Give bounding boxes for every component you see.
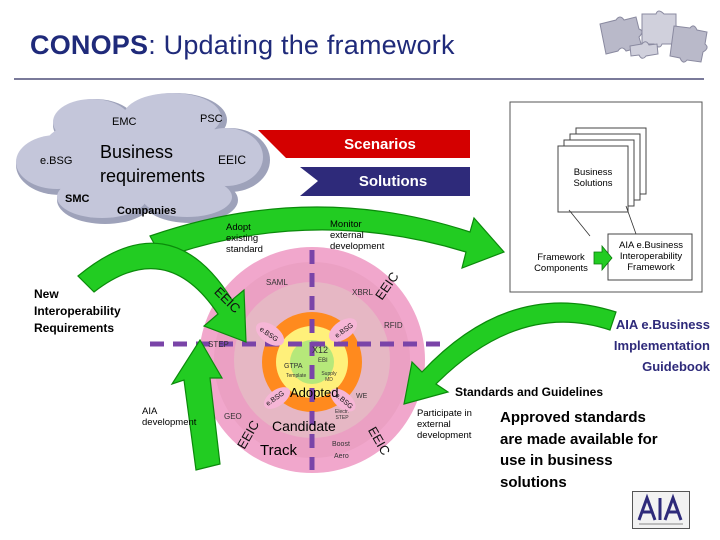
rfid-label: RFID bbox=[384, 321, 403, 330]
framework-components-label: Framework Components bbox=[534, 252, 588, 274]
gtpa-label: GTPA bbox=[284, 363, 303, 370]
electronic-label: Electr. STEP bbox=[335, 409, 349, 421]
title-underline bbox=[14, 78, 704, 80]
smc-label: SMC bbox=[65, 193, 90, 205]
scenarios-text: Scenarios bbox=[344, 136, 416, 153]
aero-label: Aero bbox=[334, 453, 349, 460]
title-rest: : Updating the framework bbox=[148, 30, 455, 60]
monitor-external-label: Monitor external development bbox=[330, 219, 385, 252]
adopt-existing-label: Adopt existing standard bbox=[226, 222, 263, 255]
aia-framework-label: AIA e.Business Interoperability Framewor… bbox=[619, 240, 683, 273]
ebi-label: EBI bbox=[318, 358, 328, 364]
green-cycle-arrows bbox=[77, 206, 617, 471]
new-requirements-label: New Interoperability Requirements bbox=[34, 287, 121, 335]
we-label: WE bbox=[356, 393, 368, 400]
business-solutions-label: Business Solutions bbox=[573, 167, 613, 189]
ebsg-cloud-label: e.BSG bbox=[40, 155, 73, 167]
boost-label: Boost bbox=[332, 441, 350, 448]
business-label: Business bbox=[100, 142, 174, 162]
standards-guidelines-label: Standards and Guidelines bbox=[455, 385, 604, 399]
ebsg-badges bbox=[255, 318, 358, 412]
emc-label: EMC bbox=[112, 116, 137, 128]
guidebook-label: AIA e.Business Implementation Guidebook bbox=[613, 317, 710, 374]
participate-external-label: Participate in external development bbox=[417, 408, 472, 441]
title-conops: CONOPS bbox=[30, 30, 149, 60]
scenarios-banner bbox=[258, 130, 470, 158]
candidate-label: Candidate bbox=[272, 418, 336, 434]
saml-label: SAML bbox=[266, 278, 288, 287]
step-label: STEP bbox=[208, 340, 229, 349]
xbrl-label: XBRL bbox=[352, 288, 373, 297]
x12-label: X12 bbox=[312, 345, 329, 355]
geo-label: GEO bbox=[224, 412, 242, 421]
approved-standards-label: Approved standards are made available fo… bbox=[500, 409, 658, 491]
adopted-label: Adopted bbox=[290, 385, 339, 400]
business-requirements-cloud bbox=[16, 93, 270, 224]
solutions-banner bbox=[300, 167, 470, 196]
eeic-cloud-label: EEIC bbox=[218, 153, 247, 167]
track-label: Track bbox=[260, 442, 297, 459]
puzzle-pieces-icon bbox=[599, 10, 708, 63]
psc-label: PSC bbox=[200, 113, 223, 125]
template-label: Template bbox=[286, 373, 307, 379]
aia-logo-icon bbox=[632, 491, 690, 529]
requirements-label: requirements bbox=[100, 166, 206, 186]
page-title: CONOPS: Updating the framework bbox=[30, 30, 455, 61]
solutions-text: Solutions bbox=[358, 173, 428, 190]
supply-label: Supply MD bbox=[321, 371, 337, 383]
aia-development-label: AIA development bbox=[142, 406, 197, 428]
companies-label: Companies bbox=[117, 205, 177, 217]
framework-arrow bbox=[593, 244, 613, 272]
